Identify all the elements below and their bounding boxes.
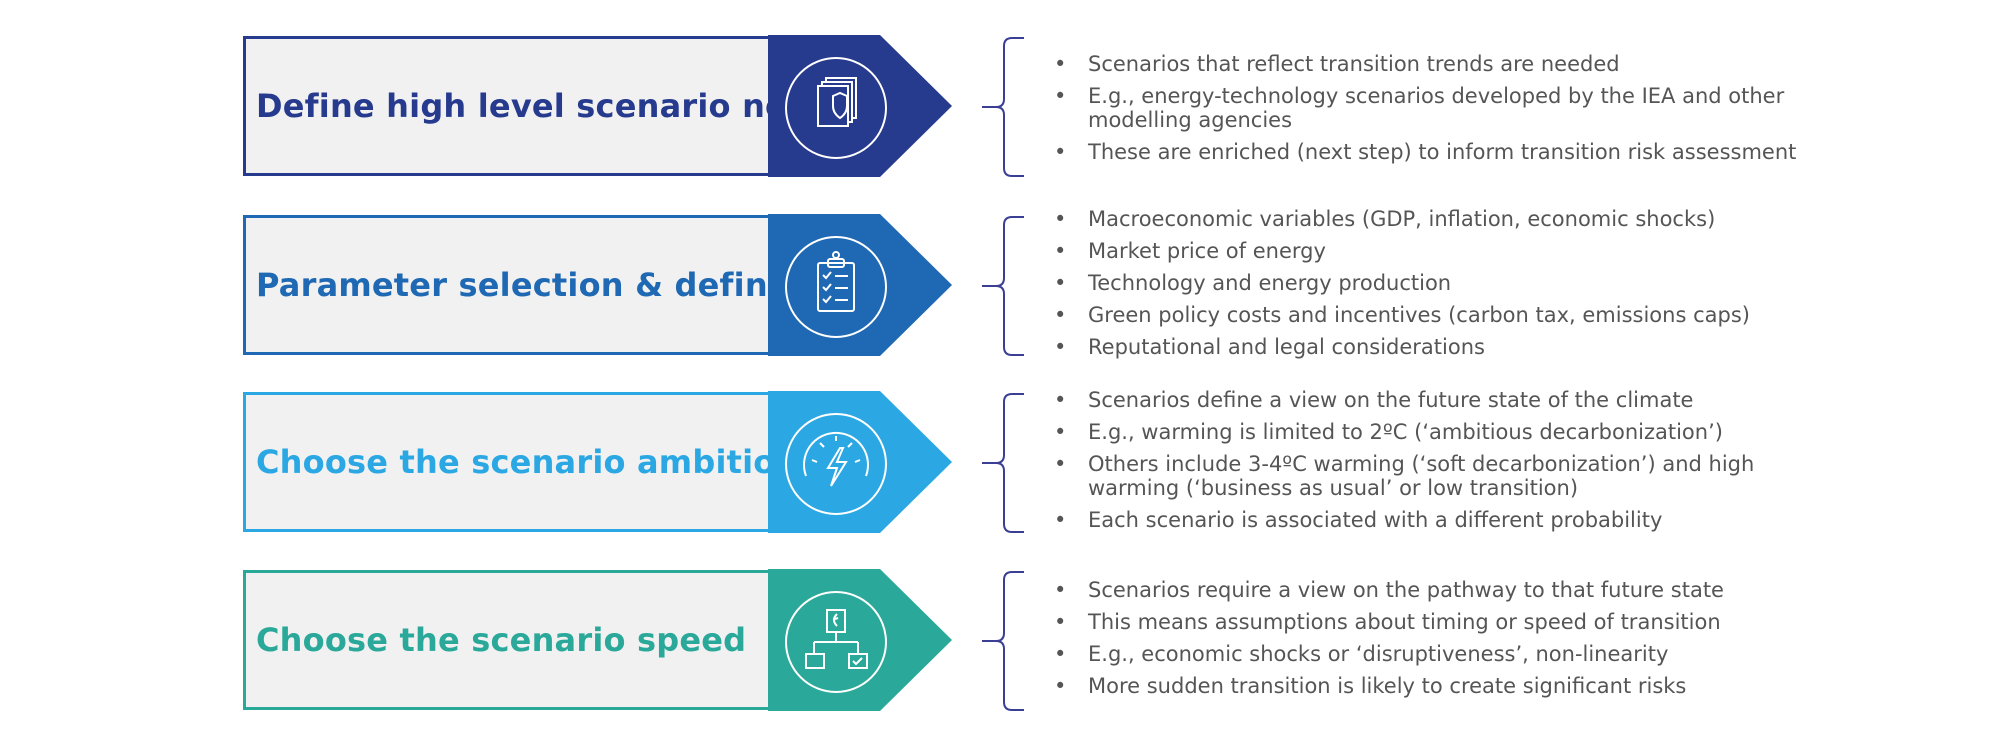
bullet-item: Each scenario is associated with a diffe… <box>1054 508 1814 532</box>
step-row-1: Define high level scenario needs Scenari… <box>0 35 2000 177</box>
step-brace-3 <box>982 393 1024 533</box>
bullet-item: Green policy costs and incentives (carbo… <box>1054 303 1814 327</box>
bullet-item: These are enriched (next step) to inform… <box>1054 140 1814 164</box>
step-row-2: Parameter selection & definition Macroec… <box>0 207 2000 359</box>
step-brace-1 <box>982 37 1024 177</box>
bullet-item: Reputational and legal considerations <box>1054 335 1814 359</box>
flowchart-icon <box>785 591 887 693</box>
bullet-item: E.g., energy-technology scenarios develo… <box>1054 84 1814 132</box>
document-shield-icon <box>785 57 887 159</box>
bullet-item: More sudden transition is likely to crea… <box>1054 674 1814 698</box>
step-title-box-3: Choose the scenario ambition <box>243 392 798 532</box>
step-title-box-2: Parameter selection & definition <box>243 215 851 355</box>
bullet-item: Macroeconomic variables (GDP, inflation,… <box>1054 207 1814 231</box>
step-brace-4 <box>982 571 1024 711</box>
step-title-box-4: Choose the scenario speed <box>243 570 773 710</box>
clipboard-checklist-icon <box>785 236 887 338</box>
step-arrow-1 <box>768 35 952 177</box>
step-bullets-1: Scenarios that reflect transition trends… <box>1054 52 1814 192</box>
step-row-3: Choose the scenario ambition Scenarios d… <box>0 388 2000 533</box>
bullet-item: Scenarios that reflect transition trends… <box>1054 52 1814 76</box>
step-bullets-3: Scenarios define a view on the future st… <box>1054 388 1814 532</box>
step-title-4: Choose the scenario speed <box>256 621 747 659</box>
step-title-2: Parameter selection & definition <box>256 266 851 304</box>
speedometer-lightning-icon <box>785 413 887 515</box>
bullet-item: Market price of energy <box>1054 239 1814 263</box>
step-bullets-2: Macroeconomic variables (GDP, inflation,… <box>1054 207 1814 359</box>
bullet-item: This means assumptions about timing or s… <box>1054 610 1814 634</box>
bullet-item: Scenarios define a view on the future st… <box>1054 388 1814 412</box>
step-arrow-4 <box>768 569 952 711</box>
bullet-item: E.g., economic shocks or ‘disruptiveness… <box>1054 642 1814 666</box>
step-bullets-4: Scenarios require a view on the pathway … <box>1054 578 1814 718</box>
bullet-item: Others include 3-4ºC warming (‘soft deca… <box>1054 452 1814 500</box>
step-arrow-2 <box>768 214 952 356</box>
bullet-item: E.g., warming is limited to 2ºC (‘ambiti… <box>1054 420 1814 444</box>
step-row-4: Choose the scenario speed Scenarios requ… <box>0 569 2000 711</box>
bullet-item: Scenarios require a view on the pathway … <box>1054 578 1814 602</box>
step-title-1: Define high level scenario needs <box>256 87 852 125</box>
step-title-box-1: Define high level scenario needs <box>243 36 851 176</box>
step-brace-2 <box>982 216 1024 356</box>
bullet-item: Technology and energy production <box>1054 271 1814 295</box>
step-title-3: Choose the scenario ambition <box>256 443 799 481</box>
step-arrow-3 <box>768 391 952 533</box>
